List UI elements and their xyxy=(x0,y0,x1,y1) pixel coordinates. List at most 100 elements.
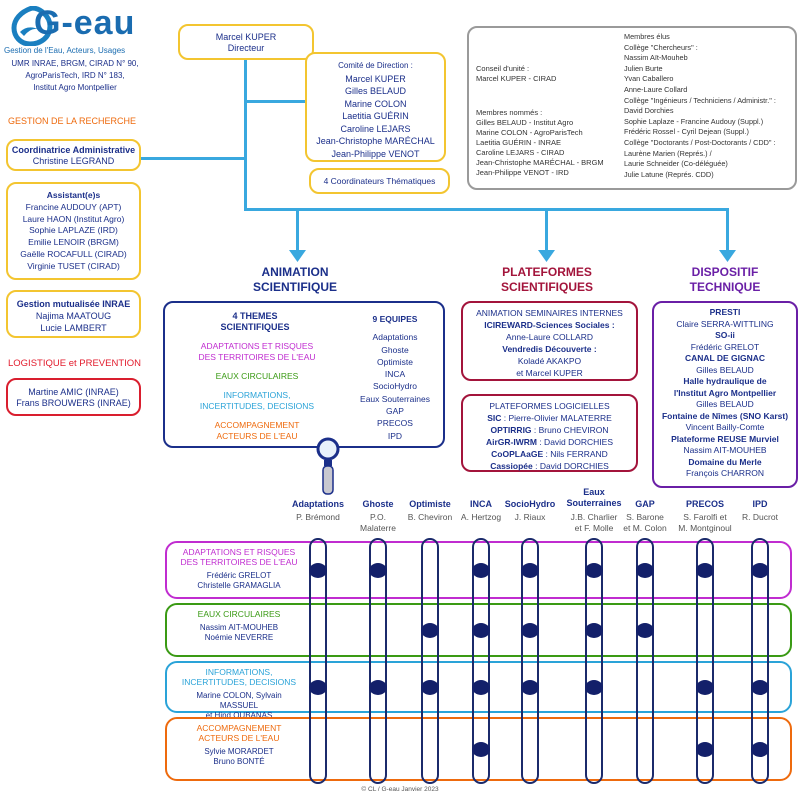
logistique-box: Martine AMIC (INRAE) Frans BROUWERS (INR… xyxy=(6,378,141,416)
equipe-item: Ghoste xyxy=(381,344,409,355)
equipe-item: INCA xyxy=(384,369,406,380)
logistique-name: Frans BROUWERS (INRAE) xyxy=(16,398,131,408)
membership-dot xyxy=(472,563,490,578)
team-column xyxy=(696,538,714,784)
team-name: Ghoste xyxy=(362,499,394,509)
dispositif-heading: DISPOSITIF TECHNIQUE xyxy=(689,265,761,294)
coord-them-label: 4 Coordinateurs Thématiques xyxy=(323,176,436,186)
logicielle-name: SIC xyxy=(487,413,502,423)
conseil-box: Conseil d'unité : Marcel KUPER - CIRAD M… xyxy=(467,26,797,190)
logicielle-contact: : David DORCHIES xyxy=(536,437,614,447)
gestion-mut-title: Gestion mutualisée INRAE xyxy=(16,299,131,309)
conseil-elu-line: Sophie Laplaze - Francine Audouy (Suppl.… xyxy=(624,116,764,126)
membership-dot xyxy=(696,680,714,695)
logicielle-line: CoOPLAaGE : Nils FERRAND xyxy=(463,448,636,460)
seminaires-title: ANIMATION SEMINAIRES INTERNES xyxy=(476,308,623,318)
assistant-name: Sophie LAPLAZE (IRD) xyxy=(29,225,118,236)
conseil-elu-line: Julien Burte xyxy=(624,63,663,73)
team-lead: B. Cheviron xyxy=(407,512,453,522)
dispositif-name: Fontaine de Nîmes (SNO Karst) xyxy=(661,410,789,421)
conseil-elu-line: Nassim Aït-Mouheb xyxy=(624,53,688,63)
conseil-nomme: Jean-Christophe MARÉCHAL - BRGM xyxy=(476,158,604,167)
equipe-item: PRECOS xyxy=(377,418,413,429)
dispositif-contact: François CHARRON xyxy=(686,468,764,478)
team-name: Eaux xyxy=(583,487,605,497)
connector-line xyxy=(244,100,306,103)
assistant-name: Virginie TUSET (CIRAD) xyxy=(27,260,120,271)
membership-dot xyxy=(585,680,603,695)
animation-box: 4 THEMES SCIENTIFIQUES ADAPTATIONS ET RI… xyxy=(163,301,445,448)
assistant-name: Laure HAON (Institut Agro) xyxy=(22,213,125,224)
band-title: ADAPTATIONS ET RISQUES xyxy=(182,547,296,557)
theme-eaux-circulaires: EAUX CIRCULAIRES xyxy=(215,371,299,381)
logicielles-box: PLATEFORMES LOGICIELLES SIC : Pierre-Oli… xyxy=(461,394,638,472)
membership-dot xyxy=(696,742,714,757)
logo-name: G-eau xyxy=(34,4,136,42)
team-name: SocioHydro xyxy=(504,499,556,509)
gestion-mut-name: Lucie LAMBERT xyxy=(40,323,107,333)
logo-subtitle: Gestion de l'Eau, Acteurs, Usages xyxy=(4,46,126,55)
dispositif-name: l'Institut Agro Montpellier xyxy=(673,387,777,398)
conseil-elu-line: Collège "Ingénieurs / Techniciens / Admi… xyxy=(624,95,776,105)
equipe-item: Optimiste xyxy=(377,356,413,367)
equipe-item: GAP xyxy=(386,406,404,417)
credit: © CL / G-eau Janvier 2023 xyxy=(361,786,439,793)
comite-member: Marcel KUPER xyxy=(345,73,406,84)
logicielle-line: OPTIRRIG : Bruno CHEVIRON xyxy=(463,424,636,436)
logicielle-name: OPTIRRIG xyxy=(490,425,532,435)
comite-member: Gilles BELAUD xyxy=(344,86,407,96)
membership-dot xyxy=(369,680,387,695)
comite-member: Laetitia GUÉRIN xyxy=(342,111,409,121)
magnifier-icon xyxy=(316,437,340,495)
band-title: DES TERRITOIRES DE L'EAU xyxy=(180,557,298,567)
conseil-elu-line: Laurie Schneider (Co-déléguée) xyxy=(624,159,728,169)
team-name: PRECOS xyxy=(685,499,724,509)
band-lead: Nassim AIT-MOUHEB xyxy=(199,623,279,632)
membership-dot xyxy=(472,680,490,695)
logo-affil-line: UMR INRAE, BRGM, CIRAD N° 90, xyxy=(11,59,139,68)
team-lead: A. Hertzog xyxy=(460,512,502,522)
band-lead: Marine COLON, Sylvain MASSUEL xyxy=(196,691,282,710)
logicielle-contact: : Pierre-Olivier MALATERRE xyxy=(501,413,612,423)
band-lead: Sylvie MORARDET xyxy=(204,747,274,756)
seminaires-box: ANIMATION SEMINAIRES INTERNES ICIREWARD-… xyxy=(461,301,638,381)
logicielle-name: AirGR-IWRM xyxy=(485,437,537,447)
team-column xyxy=(472,538,490,784)
conseil-elu-line: Collège "Chercheurs" : xyxy=(624,42,698,52)
conseil-elu-line: Laurène Marien (Représ.) / xyxy=(624,148,712,158)
conseil-nomme: Marine COLON - AgroParisTech xyxy=(476,128,583,137)
membership-dot xyxy=(521,623,539,638)
logicielle-contact: : Nils FERRAND xyxy=(543,449,608,459)
equipe-item: Eaux Souterraines xyxy=(360,393,430,404)
team-name: IPD xyxy=(752,499,768,509)
conseil-elu-line: Julie Latune (Représ. CDD) xyxy=(624,169,714,179)
equipes-title: 9 EQUIPES xyxy=(372,314,418,324)
dispositif-contact: Gilles BELAUD xyxy=(696,399,754,409)
conseil-nomme: Gilles BELAUD - Institut Agro xyxy=(476,118,574,127)
connector-line xyxy=(545,208,548,256)
theme-informations: INFORMATIONS,INCERTITUDES, DECISIONS xyxy=(199,390,315,411)
membership-dot xyxy=(636,563,654,578)
connector-line xyxy=(244,208,728,211)
dispositif-name: Plateforme REUSE Murviel xyxy=(671,433,779,444)
band-lead: Bruno BONTÉ xyxy=(213,757,265,766)
team-lead: R. Ducrot xyxy=(742,512,778,522)
conseil-president: Marcel KUPER - CIRAD xyxy=(476,74,557,83)
band-title: INCERTITUDES, DECISIONS xyxy=(181,677,297,687)
logo-affil-line: Institut Agro Montpellier xyxy=(33,83,117,92)
dispositif-contact: Vincent Bailly-Comte xyxy=(685,422,765,432)
conseil-elu-line: Yvan Caballero xyxy=(624,74,674,84)
logicielle-line: AirGR-IWRM : David DORCHIES xyxy=(463,436,636,448)
team-name: Adaptations xyxy=(291,499,344,509)
assistant-name: Francine AUDOUY (APT) xyxy=(25,201,122,212)
membership-dot xyxy=(696,563,714,578)
band-lead: Noémie NEVERRE xyxy=(204,633,274,642)
team-name: Optimiste xyxy=(409,499,451,509)
logicielle-line: Cassiopée : David DORCHIES xyxy=(463,460,636,472)
seminaire-line: Koladé AKAKPO xyxy=(517,356,582,366)
membership-dot xyxy=(472,623,490,638)
